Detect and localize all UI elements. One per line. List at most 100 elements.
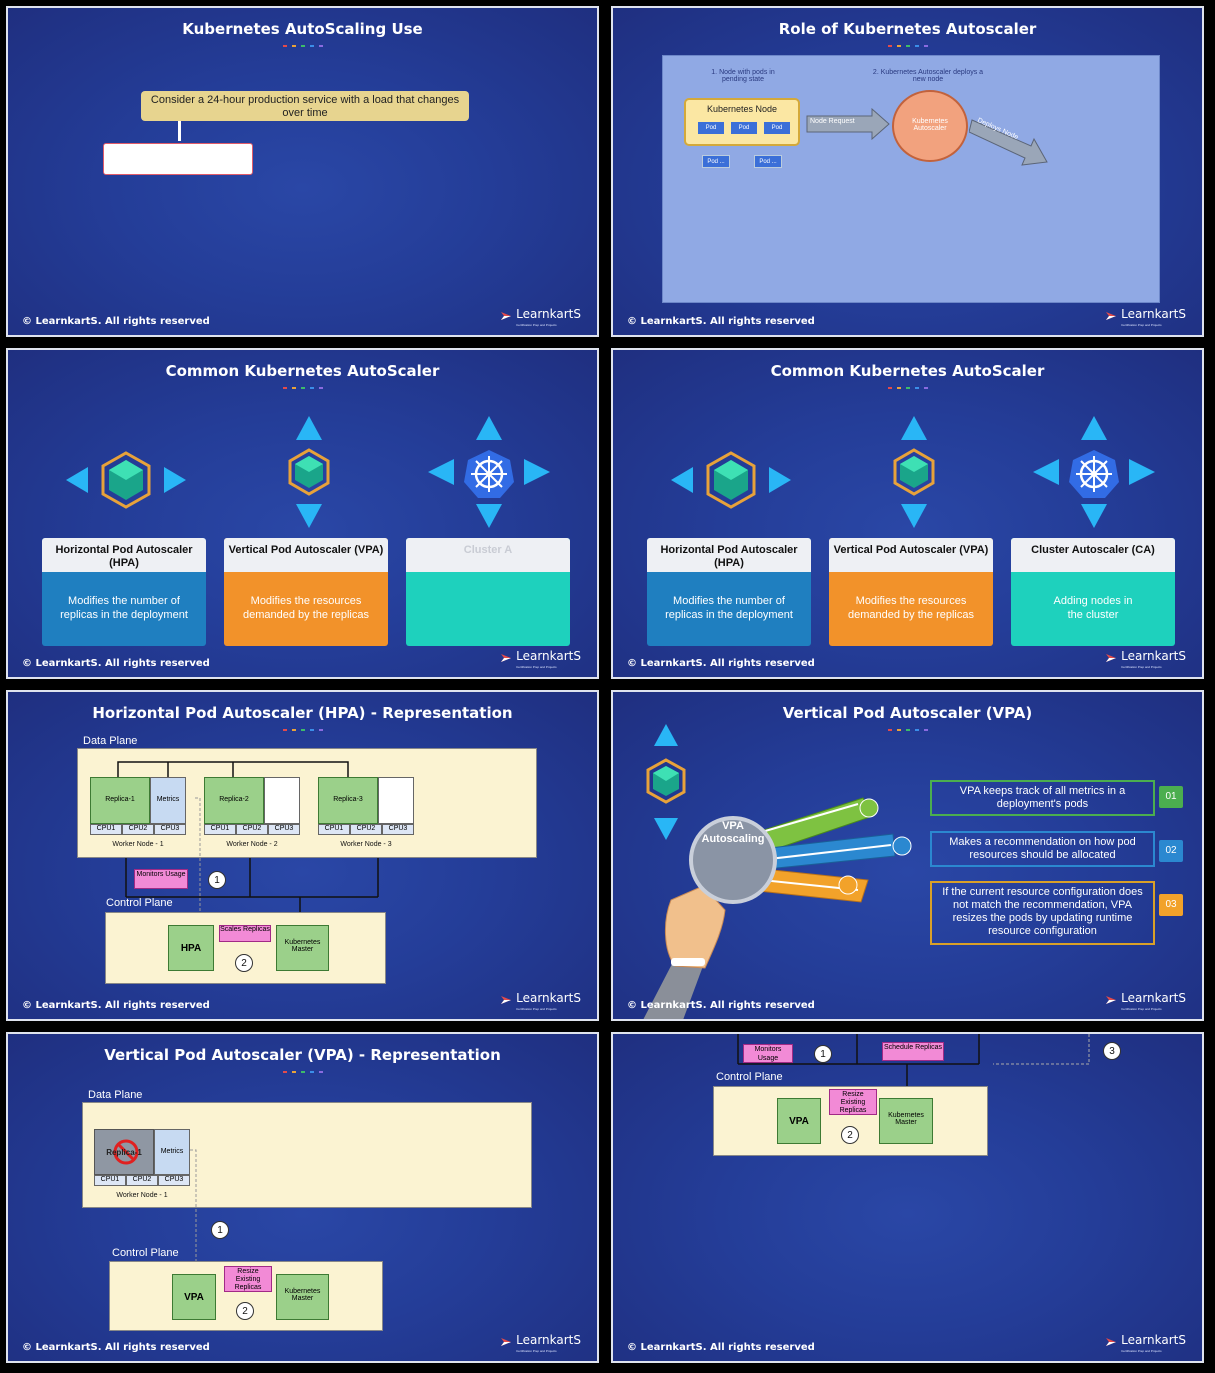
cpu-label: CPU2 [236,824,268,835]
cpu-label: CPU1 [94,1175,126,1186]
worker-node-label: Worker Node - 2 [226,841,278,848]
logo-text: LearnkartS [516,307,581,321]
cpu-label: CPU1 [318,824,350,835]
title-dots [887,387,928,389]
no-entry-icon [113,1139,139,1165]
cpu-label: CPU1 [204,824,236,835]
replica-label: Replica-3 [333,796,363,803]
cpu-label: CPU3 [158,1175,190,1186]
schedule-replicas-tag: Schedule Replicas [882,1042,944,1061]
slide-role-of-autoscaler: Role of Kubernetes Autoscaler 1. Node wi… [611,6,1204,337]
kubernetes-master-box: Kubernetes Master [879,1098,933,1144]
logo-text: LearnkartS [1121,649,1186,663]
kubernetes-helm-icon [1033,416,1155,528]
ca-card-title: Cluster Autoscaler (CA) [1011,538,1175,572]
step1-label: 1. Node with pods in pending state [711,69,775,83]
hpa-card-body: Modifies the number of replicas in the d… [60,595,188,621]
logo-text: LearnkartS [516,991,581,1005]
hpa-card-body: Modifies the number of replicas in the d… [665,595,793,621]
monitors-usage-tag: Monitors Usage [743,1044,793,1063]
vpa-box: VPA [172,1274,216,1320]
vpa-card: Vertical Pod Autoscaler (VPA) Modifies t… [224,538,388,646]
slide-title: Horizontal Pod Autoscaler (HPA) - Repres… [92,704,513,722]
hand-holding-fan-illustration [643,797,912,1019]
pod: Pod [731,122,757,134]
hpa-box: HPA [168,925,214,971]
metrics-box: Metrics [154,1129,190,1175]
control-plane-box [105,912,386,984]
slide-vpa-control-plane: Monitors Usage 1 Schedule Replicas 3 Con… [611,1032,1204,1363]
replica-label: Replica-1 [106,1148,142,1157]
slide-autoscaling-use: Kubernetes AutoScaling Use Consider a 24… [6,6,599,337]
cpu-row: CPU1 CPU2 CPU3 [90,824,186,835]
empty-text-box [103,143,253,175]
logo-subtext: Certification Prep and Projects [516,665,557,669]
vpa-card-title: Vertical Pod Autoscaler (VPA) [224,538,388,572]
node-title: Kubernetes Node [706,104,778,114]
ca-card: Cluster A [406,538,570,646]
control-plane-label: Control Plane [716,1071,783,1083]
vpa-point-1: VPA keeps track of all metrics in a depl… [930,780,1155,816]
worker-node-label: Worker Node - 3 [340,841,392,848]
resize-replicas-tag: Resize Existing Replicas [829,1089,877,1115]
node-request-arrow [806,108,890,140]
slide-title: Vertical Pod Autoscaler (VPA) - Represen… [104,1046,501,1064]
logo-icon [501,1338,512,1346]
cpu-row: CPU1 CPU2 CPU3 [204,824,300,835]
control-plane-label: Control Plane [112,1247,179,1259]
metrics-label: Metrics [160,1148,184,1155]
data-plane-label: Data Plane [88,1089,143,1101]
callout-text: Consider a 24-hour production service wi… [150,94,460,119]
footer-copyright: © LearnkartS. All rights reserved [22,658,210,669]
cpu-row: CPU1 CPU2 CPU3 [94,1175,190,1186]
learnkarts-logo: LearnkartS Certification Prep and Project… [500,647,581,669]
slide-hpa-representation: Horizontal Pod Autoscaler (HPA) - Repres… [6,690,599,1021]
slide-vpa: Vertical Pod Autoscaler (VPA) VPA Autosc… [611,690,1204,1021]
hpa-card: Horizontal Pod Autoscaler (HPA) Modifies… [647,538,811,646]
pending-pod: Pod ... [754,155,782,168]
slide-title: Common Kubernetes AutoScaler [770,362,1045,380]
footer-copyright: © LearnkartS. All rights reserved [627,1000,815,1011]
logo-text: LearnkartS [516,1333,581,1347]
vpa-point-3: If the current resource configuration do… [930,881,1155,945]
deploys-node-arrow [969,119,1048,166]
logo-text: LearnkartS [1121,307,1186,321]
logo-icon [501,312,512,320]
title-dots [282,45,323,47]
replica-label: Replica-2 [219,796,249,803]
slide-title: Vertical Pod Autoscaler (VPA) [782,704,1033,722]
cpu-label: CPU3 [382,824,414,835]
title-dots [282,387,323,389]
vpa-icon [288,416,330,528]
vpa-card-body: Modifies the resources demanded by the r… [848,595,974,621]
metrics-box: Metrics [150,777,186,824]
logo-icon [1106,996,1117,1004]
title-dots [282,1071,323,1073]
hpa-card-title: Horizontal Pod Autoscaler (HPA) [647,538,811,572]
replica-box: Replica-1 [94,1129,154,1175]
step-1-badge: 1 [814,1045,832,1063]
vpa-point-3-text: If the current resource configuration do… [942,886,1143,937]
step-2-badge: 2 [235,954,253,972]
slide-vpa-representation: Vertical Pod Autoscaler (VPA) - Represen… [6,1032,599,1363]
cpu-label: CPU1 [90,824,122,835]
logo-text: LearnkartS [516,649,581,663]
cpu-label: CPU2 [126,1175,158,1186]
footer-copyright: © LearnkartS. All rights reserved [22,1342,210,1353]
resize-replicas-tag: Resize Existing Replicas [224,1266,272,1292]
footer-copyright: © LearnkartS. All rights reserved [627,658,815,669]
hpa-card: Horizontal Pod Autoscaler (HPA) Modifies… [42,538,206,646]
slide-title: Kubernetes AutoScaling Use [182,20,423,38]
vpa-card: Vertical Pod Autoscaler (VPA) Modifies t… [829,538,993,646]
step-3-badge: 3 [1103,1042,1121,1060]
step-1-badge: 1 [208,871,226,889]
replica-box: Replica-2 [204,777,264,824]
hpa-icon [671,451,791,509]
cpu-row: CPU1 CPU2 CPU3 [318,824,414,835]
vpa-point-2-badge: 02 [1159,840,1183,862]
autoscaler-label: Kubernetes Autoscaler [912,118,948,132]
